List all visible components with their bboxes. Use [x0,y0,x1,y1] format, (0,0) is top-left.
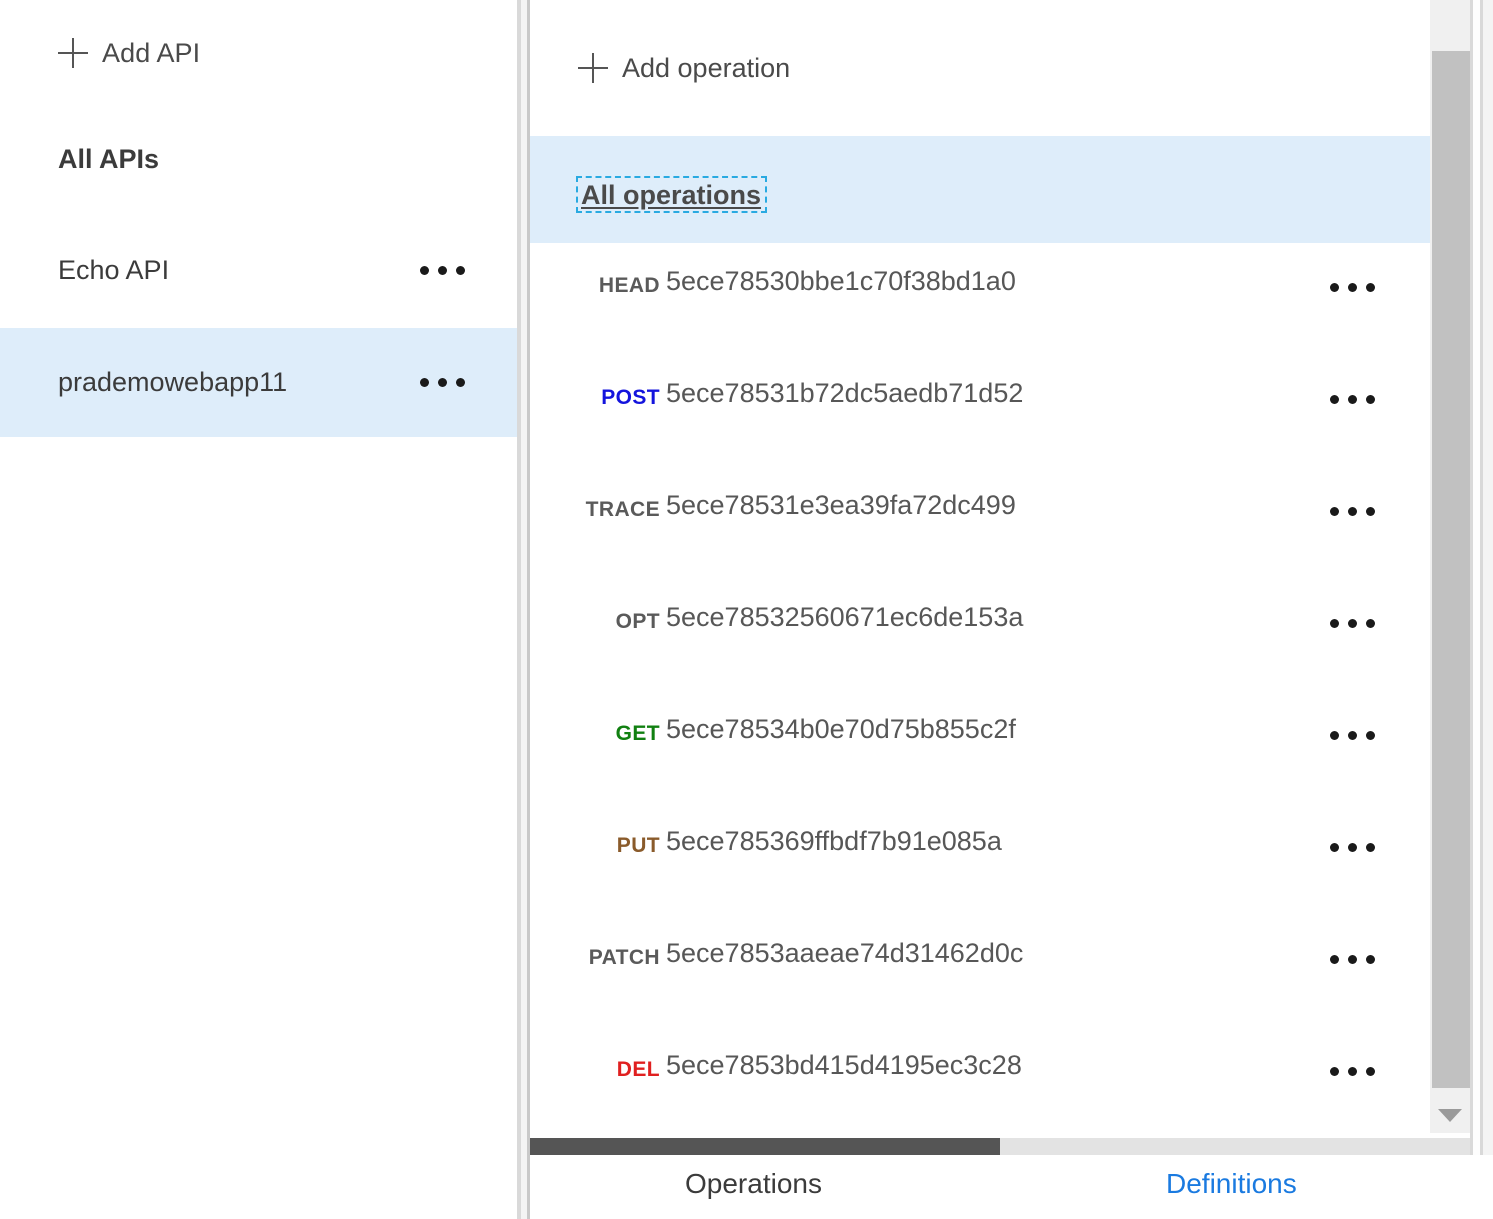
operation-row[interactable]: POST 5ece78531b72dc5aedb71d52 [530,355,1430,467]
pane-divider [527,0,530,1219]
sidebar-item-label: prademowebapp11 [58,367,288,397]
tab-definitions[interactable]: Definitions [1166,1168,1297,1199]
http-verb-badge: PATCH [588,946,660,969]
operation-name: 5ece78531e3ea39fa72dc499 [666,490,1016,520]
operation-row[interactable]: GET 5ece78534b0e70d75b855c2f [530,691,1430,803]
sidebar-bottom-filler [0,1143,517,1219]
ellipsis-icon[interactable] [420,378,465,387]
operation-name: 5ece7853aaeae74d31462d0c [666,938,1024,968]
operation-name: 5ece78531b72dc5aedb71d52 [666,378,1024,408]
all-operations-label: All operations [581,180,762,210]
right-gap [1473,0,1480,1219]
operation-row[interactable]: OPT 5ece78532560671ec6de153a [530,579,1430,691]
ellipsis-icon[interactable] [1330,619,1375,628]
vertical-scrollbar[interactable] [1430,0,1470,1143]
operations-panel: Add operation All operations HEAD 5ece78… [530,0,1430,1143]
operation-row[interactable]: PUT 5ece785369ffbdf7b91e085a [530,803,1430,915]
sidebar-item-label: Echo API [58,255,170,285]
right-filler [1483,0,1493,1219]
right-divider [1480,0,1483,1219]
http-verb-badge: TRACE [585,498,660,521]
sidebar-item-echo-api[interactable]: Echo API [0,216,517,325]
add-operation-button[interactable]: Add operation [530,0,1430,136]
horizontal-scrollbar-thumb[interactable] [530,1138,1000,1155]
add-api-label: Add API [102,37,201,68]
plus-icon [578,53,608,83]
vertical-scrollbar-thumb[interactable] [1432,51,1470,1088]
http-verb-badge: POST [601,386,660,409]
http-verb-badge: OPT [615,610,660,633]
operation-row[interactable]: TRACE 5ece78531e3ea39fa72dc499 [530,467,1430,579]
focus-outline: All operations [576,176,768,214]
ellipsis-icon[interactable] [1330,283,1375,292]
operation-name: 5ece7853bd415d4195ec3c28 [666,1050,1022,1080]
ellipsis-icon[interactable] [1330,843,1375,852]
operation-name: 5ece78534b0e70d75b855c2f [666,714,1016,744]
add-api-button[interactable]: Add API [0,0,517,106]
http-verb-badge: HEAD [598,274,660,297]
api-sidebar: Add API All APIs Echo API prademowebapp1… [0,0,517,1219]
http-verb-badge: PUT [616,834,660,857]
operation-row[interactable]: DEL 5ece7853bd415d4195ec3c28 [530,1027,1430,1139]
operation-name: 5ece78530bbe1c70f38bd1a0 [666,266,1016,296]
operation-row[interactable]: HEAD 5ece78530bbe1c70f38bd1a0 [530,243,1430,355]
ellipsis-icon[interactable] [1330,507,1375,516]
operation-row[interactable]: PATCH 5ece7853aaeae74d31462d0c [530,915,1430,1027]
ellipsis-icon[interactable] [1330,731,1375,740]
tab-operations[interactable]: Operations [685,1168,822,1199]
all-apis-header: All APIs [58,144,160,174]
add-operation-label: Add operation [622,52,791,83]
all-operations-row[interactable]: All operations [530,136,1430,243]
ellipsis-icon[interactable] [1330,1067,1375,1076]
operation-name: 5ece785369ffbdf7b91e085a [666,826,1002,856]
pane-gap [521,0,527,1219]
plus-icon [58,38,88,68]
chevron-down-icon [1438,1109,1462,1122]
http-verb-badge: DEL [616,1058,660,1081]
horizontal-scrollbar[interactable] [530,1133,1470,1155]
right-divider [1470,0,1473,1219]
operation-name: 5ece78532560671ec6de153a [666,602,1024,632]
pane-divider [517,0,521,1219]
ellipsis-icon[interactable] [1330,395,1375,404]
ellipsis-icon[interactable] [1330,955,1375,964]
bottom-tabbar: Operations Definitions [530,1155,1493,1219]
http-verb-badge: GET [615,722,660,745]
ellipsis-icon[interactable] [420,266,465,275]
sidebar-item-prademowebapp11[interactable]: prademowebapp11 [0,328,517,437]
